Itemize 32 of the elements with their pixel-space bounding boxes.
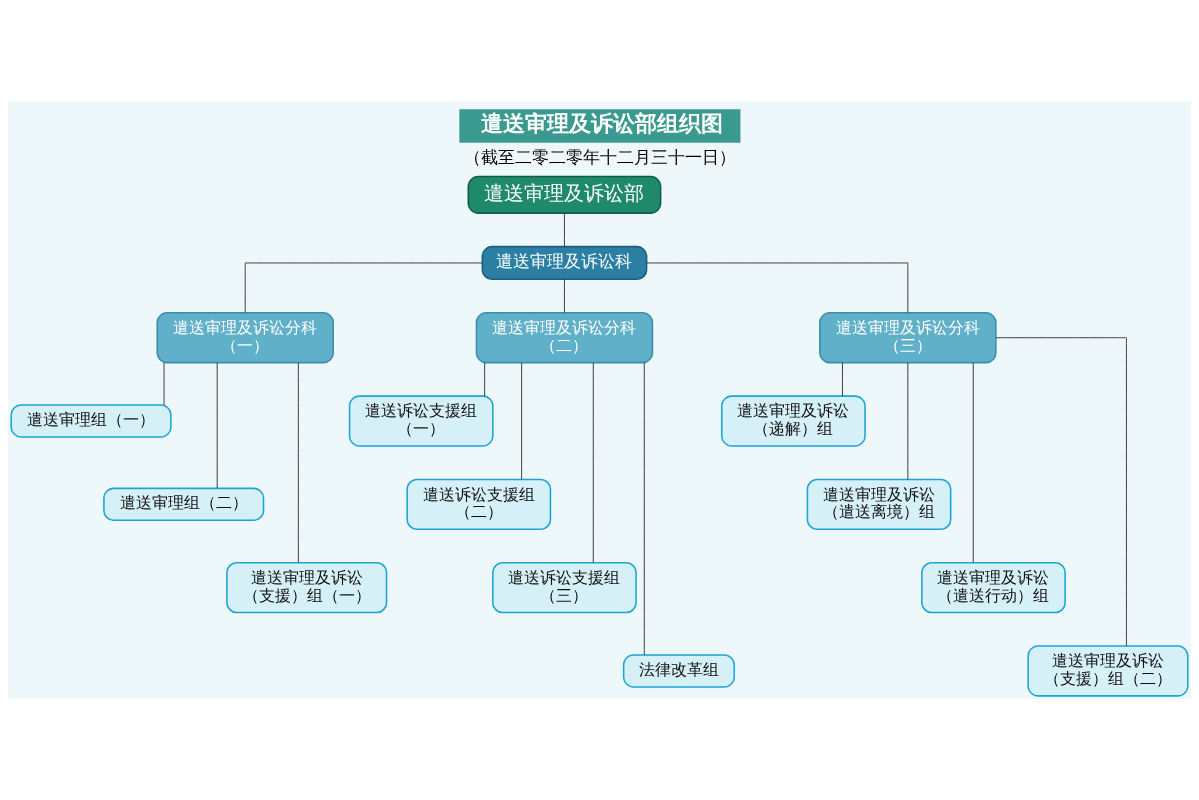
node-box: 遣送诉讼支援组（三）	[492, 561, 637, 614]
connector	[646, 262, 909, 314]
node-box: 遣送审理组（一）	[10, 404, 172, 438]
connector	[907, 362, 909, 480]
node-box: 遣送审理及诉讼分科（一）	[156, 312, 334, 364]
connector	[484, 362, 486, 397]
caption: （截至二零二零年十二月三十一日）	[464, 146, 737, 167]
node-box: 遣送审理及诉讼分科（三）	[819, 312, 997, 364]
connector	[841, 362, 843, 397]
node-box: 遣送审理及诉讼部	[467, 175, 662, 214]
diagram-title: 遣送审理及诉讼部组织图	[480, 110, 723, 136]
node-box: 遣送审理及诉讼分科（二）	[475, 312, 654, 364]
connector	[592, 362, 594, 564]
connector	[244, 262, 483, 314]
connector	[297, 362, 299, 564]
connector	[216, 362, 218, 489]
connector	[564, 212, 565, 247]
node-box: 遣送审理及诉讼（遣送行动）组	[921, 561, 1066, 614]
connector	[521, 362, 523, 480]
node-box: 遣送审理及诉讼（递解）组	[720, 395, 866, 447]
node-box: 法律改革组	[622, 654, 735, 688]
node-box: 遣送审理及诉讼科	[481, 245, 648, 281]
connector	[972, 362, 974, 564]
connector	[995, 337, 1127, 647]
node-box: 遣送诉讼支援组（二）	[406, 478, 552, 531]
node-box: 遣送审理组（二）	[103, 487, 265, 522]
connector	[564, 279, 565, 314]
node-box: 遣送诉讼支援组（一）	[348, 395, 494, 447]
node-box: 遣送审理及诉讼（支援）组（二）	[1027, 645, 1189, 697]
node-box: 遣送审理及诉讼（遣送离境）组	[806, 478, 952, 531]
connector	[643, 362, 645, 656]
node-box: 遣送审理及诉讼（支援）组（一）	[226, 561, 388, 614]
